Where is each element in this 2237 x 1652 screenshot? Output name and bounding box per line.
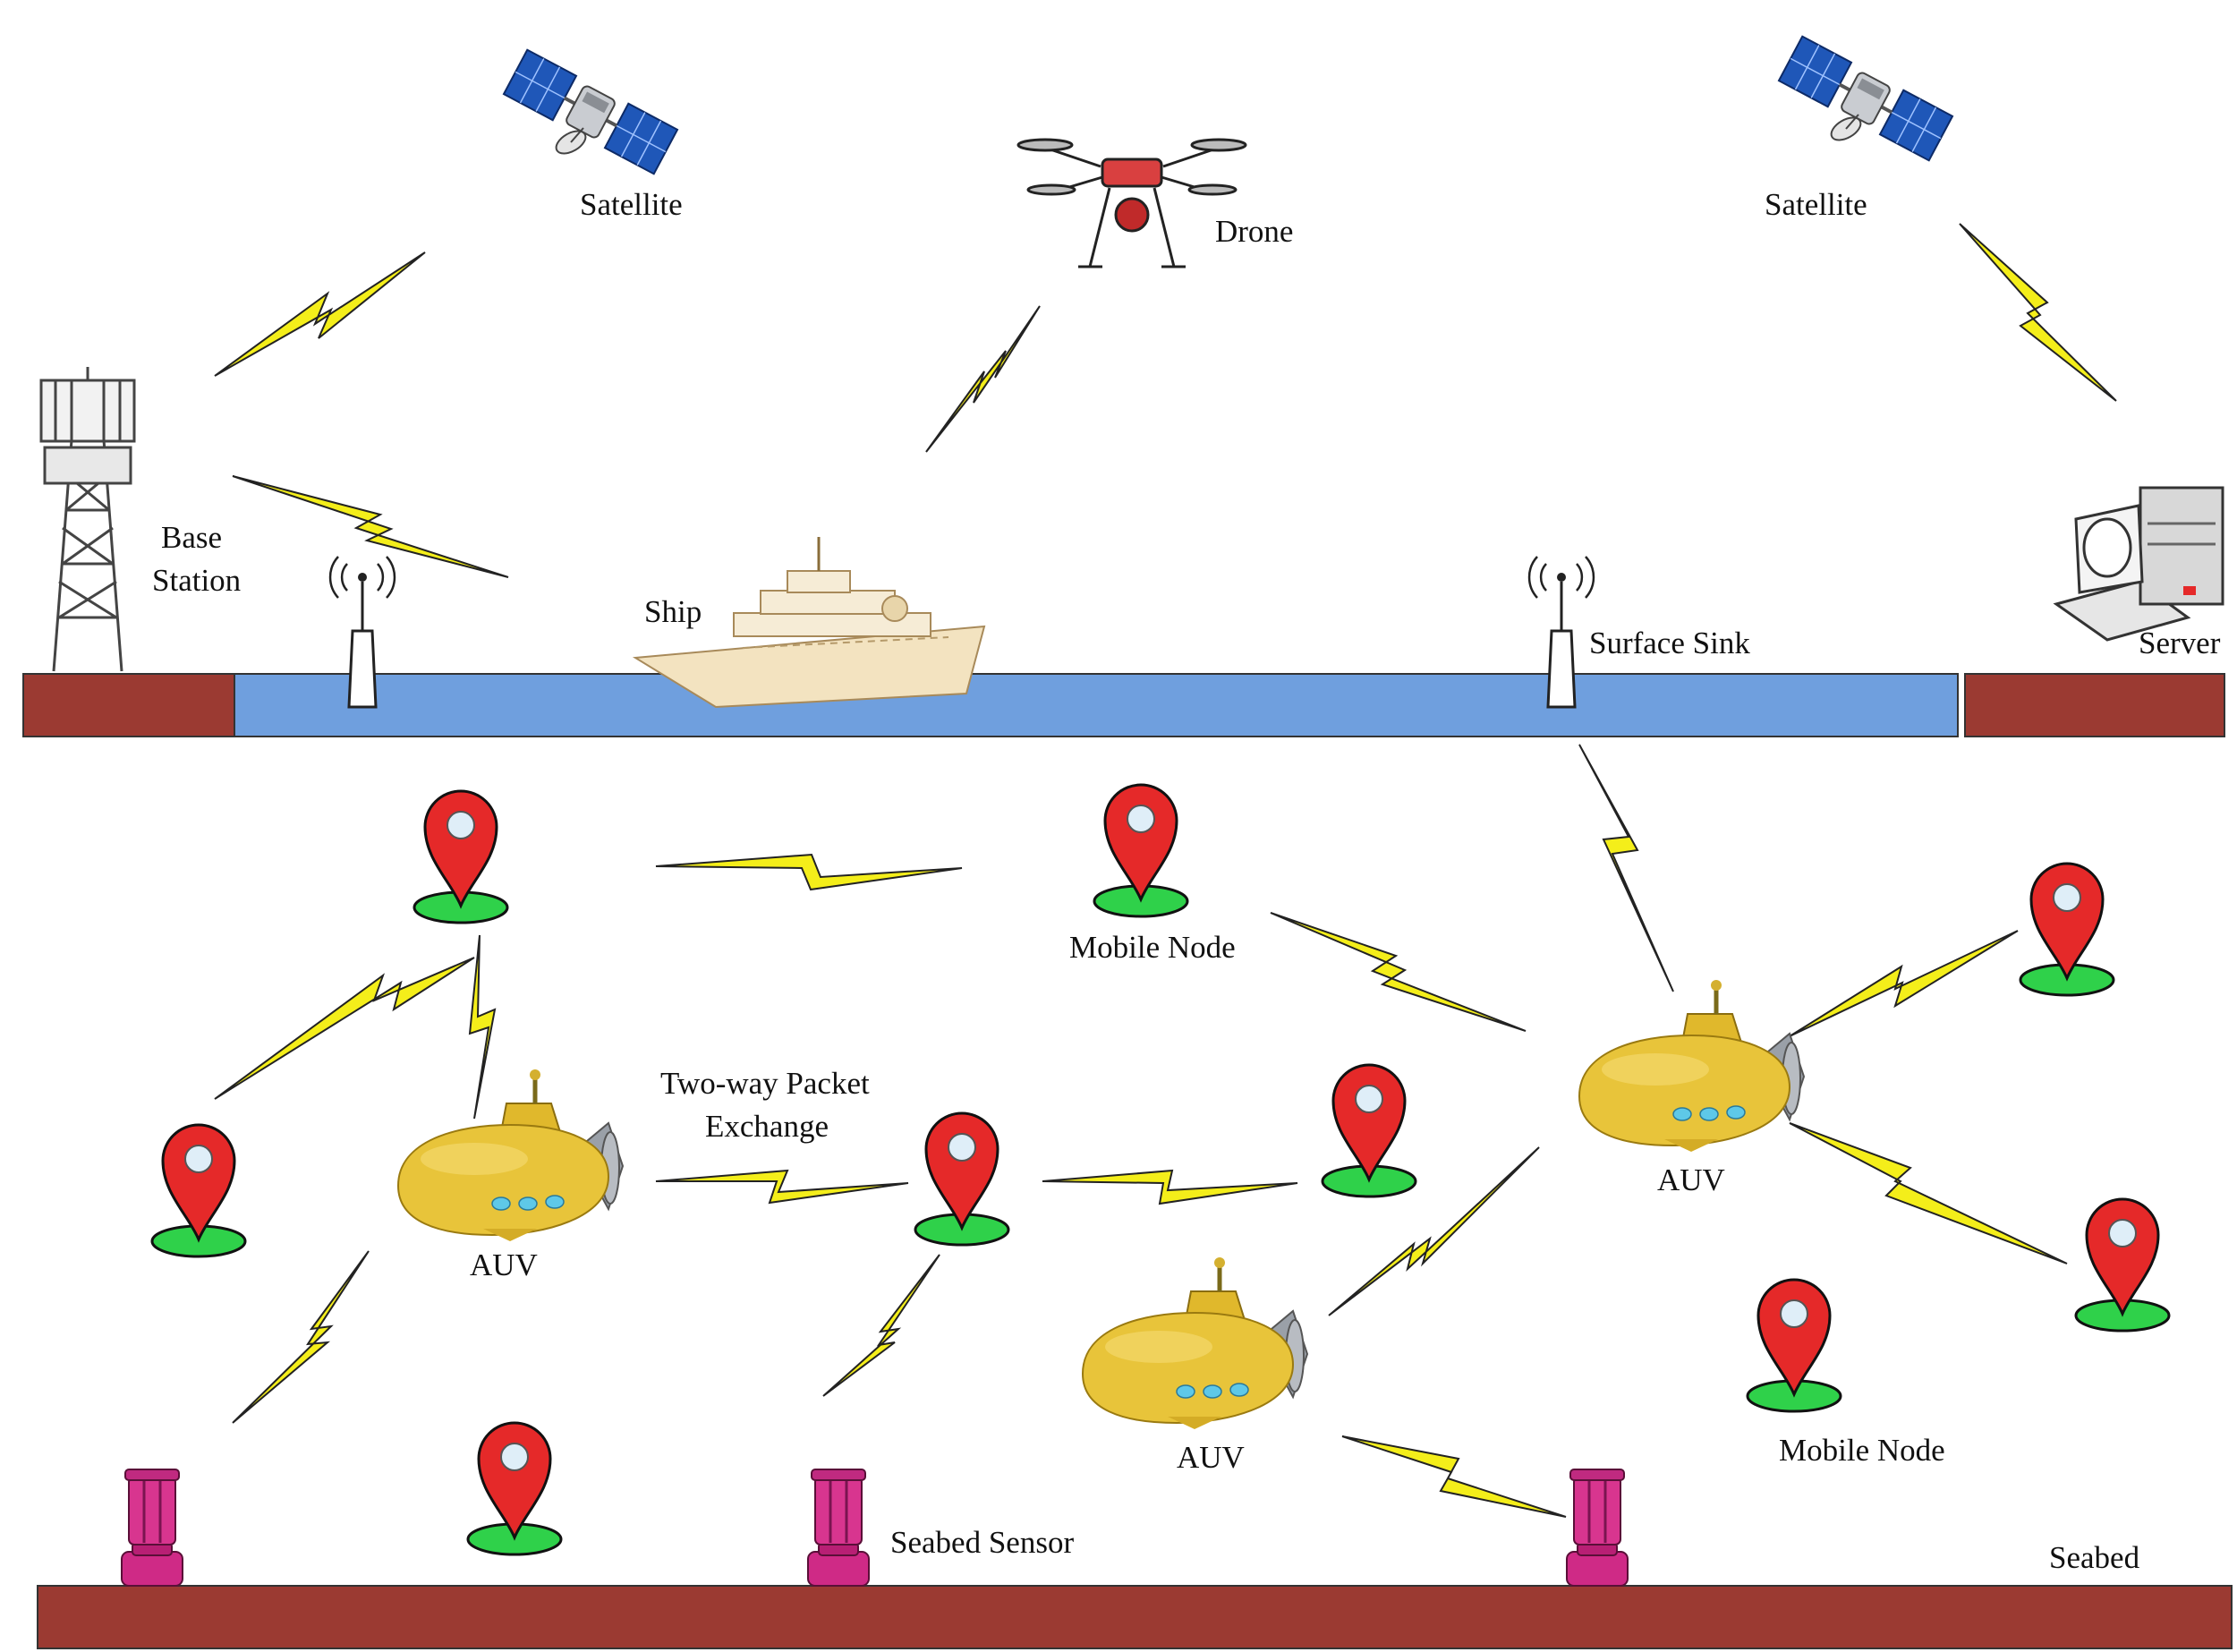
ground-right bbox=[1964, 673, 2225, 737]
server-label: Server bbox=[2139, 626, 2221, 660]
auv-submarine-icon bbox=[398, 1069, 623, 1241]
wireless-link-icon bbox=[1341, 1435, 1567, 1518]
base-station-label: Station bbox=[152, 563, 241, 598]
seabed-sensor-icon bbox=[806, 1468, 871, 1588]
two-way-packet-exchange-label: Exchange bbox=[705, 1109, 829, 1144]
auv-label: AUV bbox=[1177, 1440, 1245, 1475]
location-pin-icon bbox=[150, 1123, 247, 1258]
drone-icon bbox=[1016, 138, 1247, 268]
location-pin-icon bbox=[914, 1111, 1010, 1247]
mobile-node-label: Mobile Node bbox=[1069, 930, 1236, 965]
wireless-link-icon bbox=[655, 1169, 909, 1205]
wireless-link-icon bbox=[1042, 1169, 1298, 1205]
seabed-sensor-icon bbox=[120, 1468, 184, 1588]
server-icon bbox=[2053, 486, 2224, 642]
two-way-packet-exchange-label: Two-way Packet bbox=[660, 1066, 870, 1101]
auv-label: AUV bbox=[1657, 1162, 1725, 1197]
satellite-label: Satellite bbox=[580, 187, 683, 222]
surface-sink-label: Surface Sink bbox=[1589, 626, 1750, 660]
ship-icon bbox=[632, 537, 986, 709]
wireless-link-icon bbox=[468, 934, 497, 1120]
wireless-link-icon bbox=[1578, 744, 1674, 992]
base-station-label: Base bbox=[161, 520, 222, 555]
seabed-floor bbox=[37, 1585, 2233, 1649]
wireless-link-icon bbox=[822, 1254, 940, 1397]
wireless-link-icon bbox=[655, 853, 963, 891]
surface-sink-buoy-icon bbox=[1527, 556, 1595, 709]
ship-label: Ship bbox=[644, 594, 702, 629]
satellite-icon bbox=[501, 47, 680, 176]
wireless-link-icon bbox=[1789, 930, 2019, 1037]
drone-label: Drone bbox=[1215, 214, 1293, 249]
satellite-icon bbox=[1776, 34, 1955, 163]
wireless-link-icon bbox=[232, 1250, 370, 1424]
ground-left bbox=[22, 673, 235, 737]
wireless-link-icon bbox=[214, 957, 475, 1100]
seabed-sensor-icon bbox=[1565, 1468, 1629, 1588]
location-pin-icon bbox=[2074, 1197, 2171, 1333]
wireless-link-icon bbox=[1959, 223, 2117, 402]
wireless-link-icon bbox=[1328, 1146, 1540, 1316]
wireless-link-icon bbox=[1789, 1122, 2068, 1265]
satellite-label: Satellite bbox=[1765, 187, 1867, 222]
cell-tower-icon bbox=[39, 367, 136, 672]
auv-submarine-icon bbox=[1579, 980, 1804, 1152]
location-pin-icon bbox=[1746, 1278, 1842, 1413]
location-pin-icon bbox=[2019, 862, 2115, 997]
seabed-sensor-label: Seabed Sensor bbox=[890, 1525, 1074, 1560]
wireless-link-icon bbox=[925, 305, 1041, 453]
wireless-link-icon bbox=[214, 251, 426, 377]
mobile-node-label: Mobile Node bbox=[1779, 1433, 1945, 1468]
location-pin-icon bbox=[466, 1421, 563, 1556]
auv-label: AUV bbox=[470, 1248, 538, 1282]
surface-sink-buoy-icon bbox=[328, 556, 396, 709]
wireless-links bbox=[214, 223, 2117, 1518]
location-pin-icon bbox=[1093, 783, 1189, 918]
auv-submarine-icon bbox=[1083, 1257, 1307, 1429]
location-pin-icon bbox=[1321, 1063, 1417, 1198]
seabed-label: Seabed bbox=[2049, 1540, 2140, 1575]
wireless-link-icon bbox=[232, 475, 509, 578]
sea-surface bbox=[234, 673, 1959, 737]
wireless-link-icon bbox=[1270, 912, 1527, 1032]
location-pin-icon bbox=[413, 789, 509, 924]
